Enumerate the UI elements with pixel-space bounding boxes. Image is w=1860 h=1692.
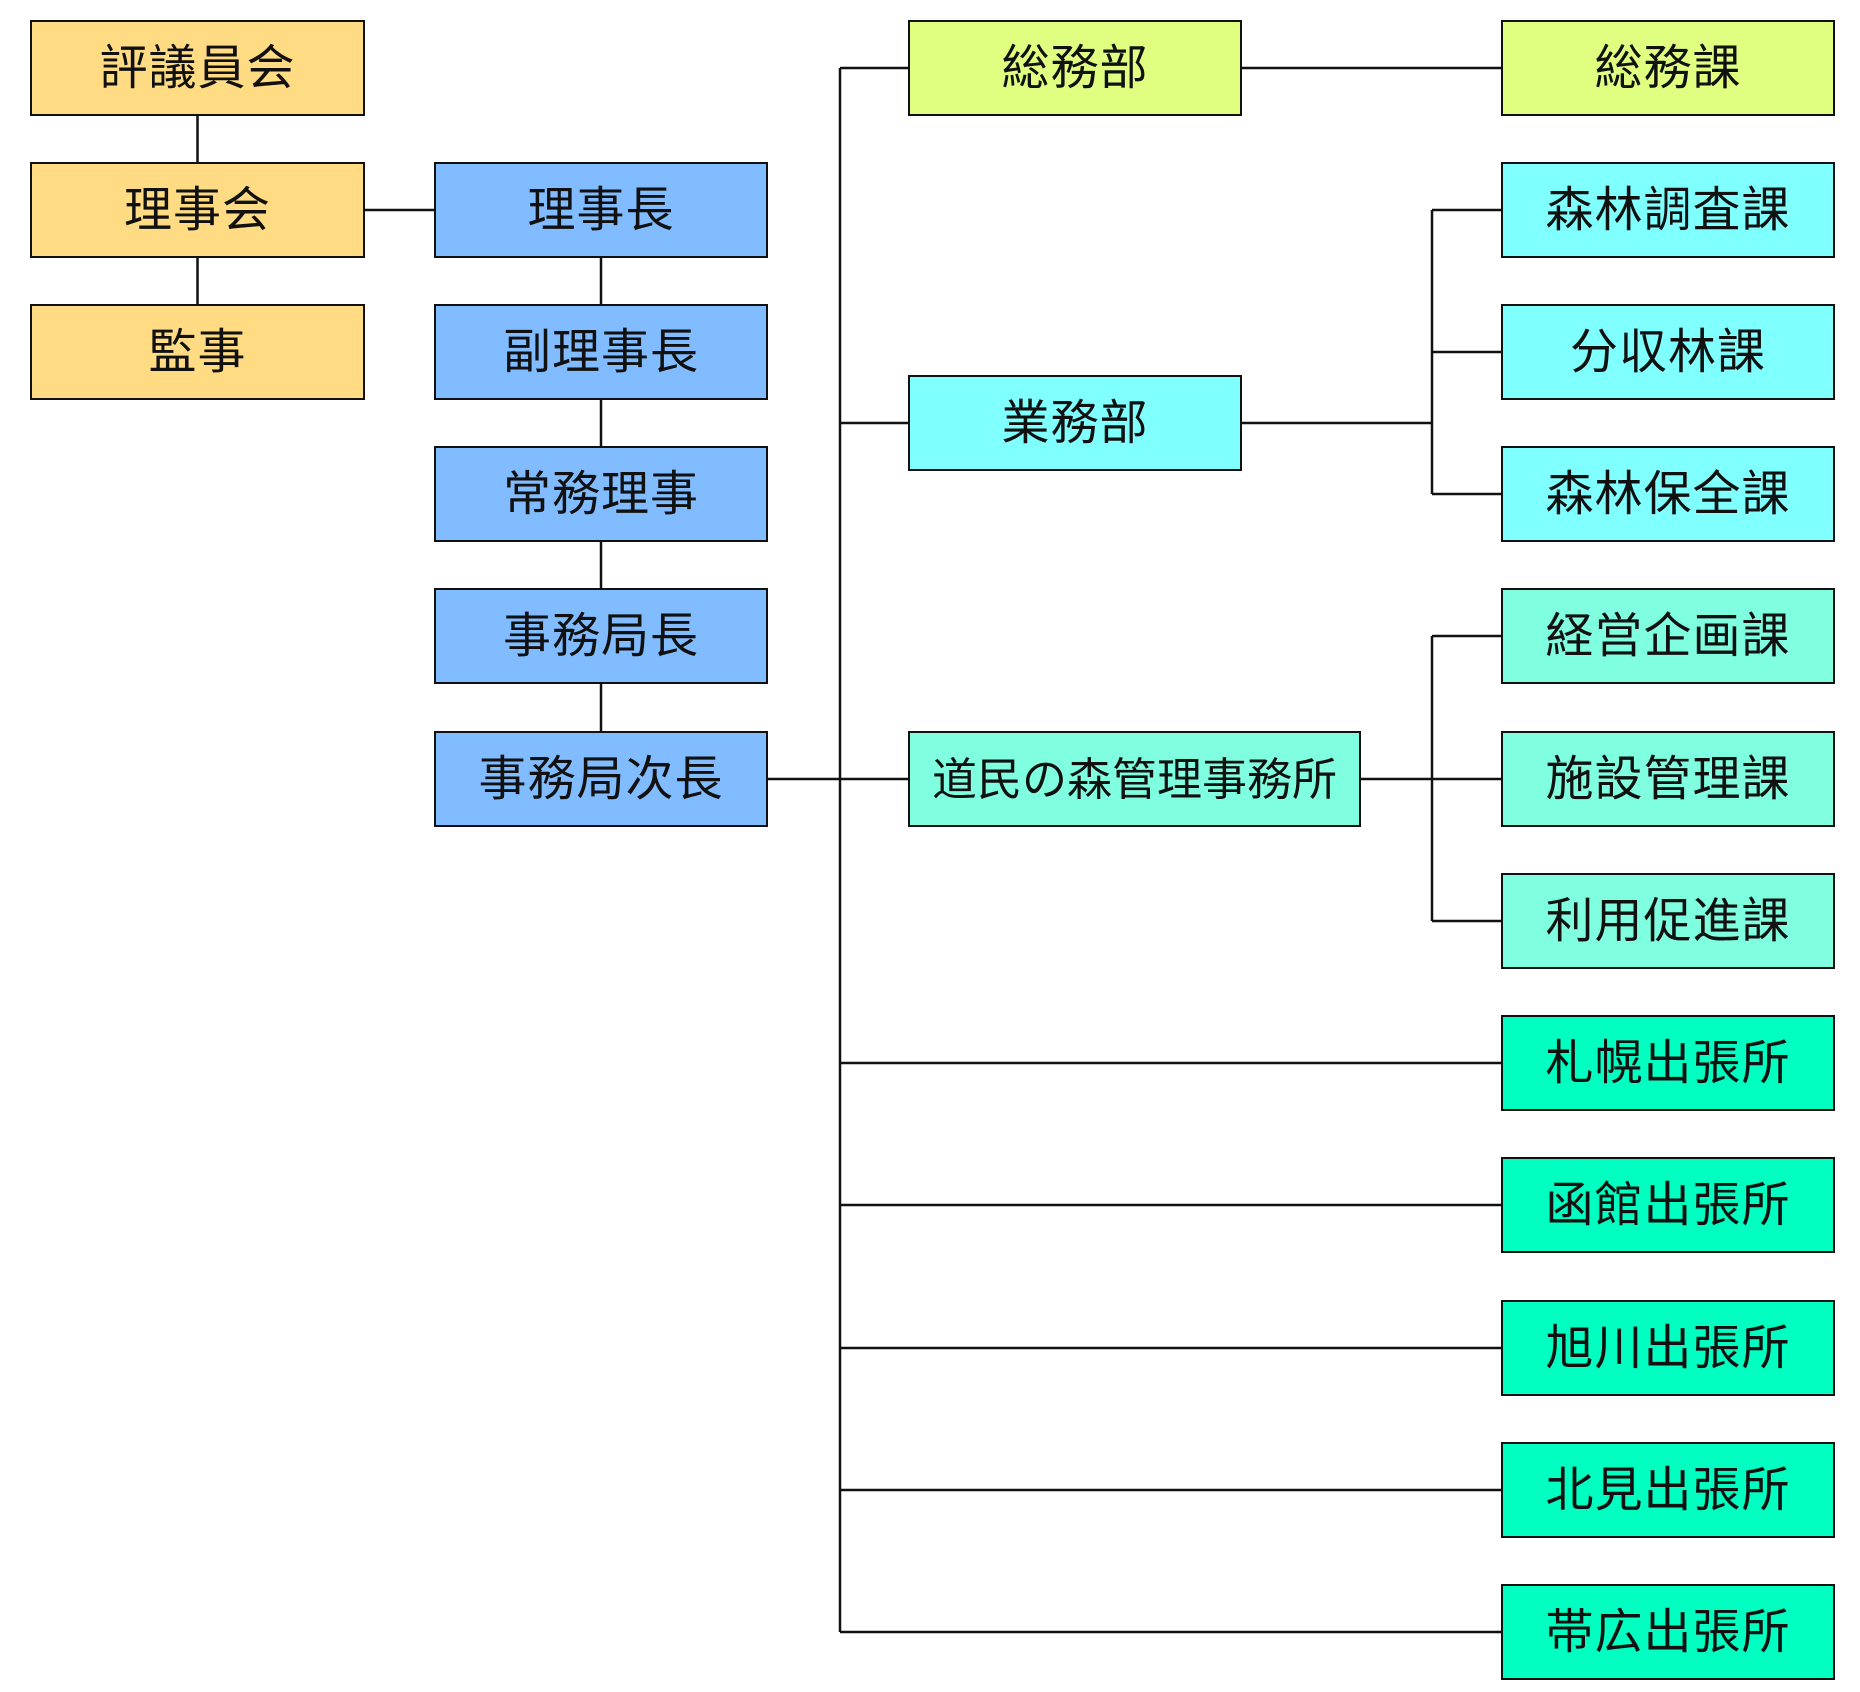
hakodate-branch-label: 函館出張所: [1545, 1177, 1791, 1233]
board-of-councilors-box: 評議員会: [30, 20, 365, 116]
management-planning-section-label: 経営企画課: [1545, 608, 1791, 664]
forest-conservation-section-label: 森林保全課: [1545, 466, 1791, 522]
board-of-directors-label: 理事会: [123, 182, 271, 238]
general-affairs-dept-box: 総務部: [908, 20, 1242, 116]
general-affairs-dept-label: 総務部: [1001, 40, 1149, 96]
executive-director-label: 常務理事: [502, 466, 699, 522]
obihiro-branch-label: 帯広出張所: [1545, 1604, 1791, 1660]
general-affairs-section-box: 総務課: [1501, 20, 1835, 116]
citizens-forest-office-box: 道民の森管理事務所: [908, 731, 1361, 827]
facility-management-section-box: 施設管理課: [1501, 731, 1835, 827]
obihiro-branch-box: 帯広出張所: [1501, 1584, 1835, 1680]
deputy-secretary-general-label: 事務局次長: [478, 751, 724, 807]
board-of-councilors-label: 評議員会: [99, 40, 296, 96]
deputy-secretary-general-box: 事務局次長: [434, 731, 768, 827]
management-planning-section-box: 経営企画課: [1501, 588, 1835, 684]
chairman-box: 理事長: [434, 162, 768, 258]
business-dept-label: 業務部: [1001, 395, 1149, 451]
forest-survey-section-label: 森林調査課: [1545, 182, 1791, 238]
secretary-general-label: 事務局長: [502, 608, 699, 664]
general-affairs-section-label: 総務課: [1594, 40, 1742, 96]
auditor-box: 監事: [30, 304, 365, 400]
citizens-forest-office-label: 道民の森管理事務所: [931, 752, 1337, 806]
business-dept-box: 業務部: [908, 375, 1242, 471]
chairman-label: 理事長: [527, 182, 675, 238]
sapporo-branch-box: 札幌出張所: [1501, 1015, 1835, 1111]
asahikawa-branch-box: 旭川出張所: [1501, 1300, 1835, 1396]
usage-promotion-section-box: 利用促進課: [1501, 873, 1835, 969]
forest-conservation-section-box: 森林保全課: [1501, 446, 1835, 542]
shared-forest-section-box: 分収林課: [1501, 304, 1835, 400]
usage-promotion-section-label: 利用促進課: [1545, 893, 1791, 949]
vice-chairman-label: 副理事長: [502, 324, 699, 380]
asahikawa-branch-label: 旭川出張所: [1545, 1320, 1791, 1376]
auditor-label: 監事: [148, 324, 247, 380]
forest-survey-section-box: 森林調査課: [1501, 162, 1835, 258]
shared-forest-section-label: 分収林課: [1569, 324, 1766, 380]
facility-management-section-label: 施設管理課: [1545, 751, 1791, 807]
kitami-branch-box: 北見出張所: [1501, 1442, 1835, 1538]
vice-chairman-box: 副理事長: [434, 304, 768, 400]
secretary-general-box: 事務局長: [434, 588, 768, 684]
sapporo-branch-label: 札幌出張所: [1545, 1035, 1791, 1091]
board-of-directors-box: 理事会: [30, 162, 365, 258]
hakodate-branch-box: 函館出張所: [1501, 1157, 1835, 1253]
kitami-branch-label: 北見出張所: [1545, 1462, 1791, 1518]
executive-director-box: 常務理事: [434, 446, 768, 542]
